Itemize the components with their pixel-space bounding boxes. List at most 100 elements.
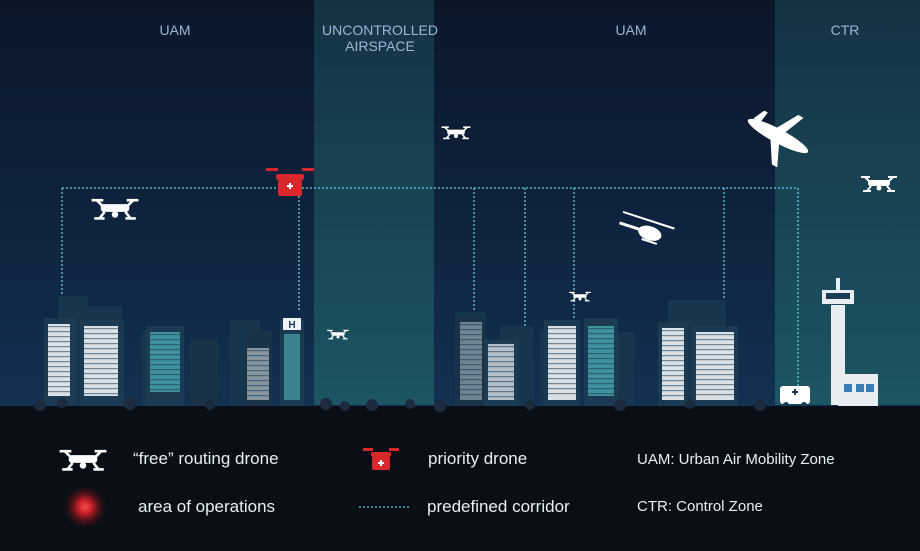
window-row xyxy=(84,368,118,370)
zone-label-uncontrolled-airspace: UNCONTROLLED AIRSPACE xyxy=(322,22,438,54)
window-row xyxy=(662,390,684,392)
window-row xyxy=(150,334,180,336)
priority-drone xyxy=(266,168,314,196)
window-row xyxy=(696,384,734,386)
window-row xyxy=(48,351,70,353)
window-row xyxy=(150,379,180,381)
window-row xyxy=(548,378,576,380)
window-row xyxy=(84,388,118,390)
window-row xyxy=(84,393,118,395)
window-row xyxy=(48,391,70,393)
window-row xyxy=(548,338,576,340)
window-row xyxy=(84,328,118,330)
window-row xyxy=(48,356,70,358)
window-row xyxy=(84,348,118,350)
window-row xyxy=(247,375,269,377)
window-row xyxy=(48,326,70,328)
window-row xyxy=(247,385,269,387)
window-row xyxy=(548,388,576,390)
window-row xyxy=(150,339,180,341)
helicopter xyxy=(619,210,675,245)
window-row xyxy=(460,334,482,336)
ctr-band xyxy=(775,0,920,405)
window-row xyxy=(696,344,734,346)
window-row xyxy=(247,370,269,372)
window-row xyxy=(48,381,70,383)
window-row xyxy=(548,363,576,365)
legend-free-drone-label: “free” routing drone xyxy=(133,449,279,468)
zone-label-ctr: CTR xyxy=(830,22,860,38)
window-row xyxy=(84,378,118,380)
window-row xyxy=(588,338,614,340)
window-row xyxy=(84,333,118,335)
window-row xyxy=(460,374,482,376)
window-row xyxy=(588,368,614,370)
window-row xyxy=(588,353,614,355)
window-row xyxy=(48,346,70,348)
window-row xyxy=(488,376,514,378)
window-row xyxy=(247,360,269,362)
window-row xyxy=(150,369,180,371)
window-row xyxy=(247,355,269,357)
window-row xyxy=(662,385,684,387)
window-row xyxy=(662,365,684,367)
window-row xyxy=(150,349,180,351)
window-row xyxy=(488,396,514,398)
window-row xyxy=(84,383,118,385)
window-row xyxy=(696,354,734,356)
window-row xyxy=(662,335,684,337)
window-row xyxy=(662,345,684,347)
window-row xyxy=(247,380,269,382)
zone-label-uam-right: UAM xyxy=(615,22,647,38)
ground xyxy=(0,406,920,551)
window-row xyxy=(84,373,118,375)
window-row xyxy=(84,353,118,355)
window-row xyxy=(150,344,180,346)
window-row xyxy=(696,374,734,376)
window-row xyxy=(588,383,614,385)
window-row xyxy=(460,344,482,346)
window-row xyxy=(48,331,70,333)
window-row xyxy=(662,395,684,397)
window-row xyxy=(150,374,180,376)
predefined-corridor-network xyxy=(61,187,799,386)
window-row xyxy=(460,324,482,326)
window-row xyxy=(460,364,482,366)
window-row xyxy=(150,364,180,366)
window-row xyxy=(460,359,482,361)
window-row xyxy=(662,370,684,372)
window-row xyxy=(662,380,684,382)
window-row xyxy=(488,361,514,363)
window-row xyxy=(696,349,734,351)
window-row xyxy=(460,394,482,396)
window-row xyxy=(588,363,614,365)
window-row xyxy=(548,368,576,370)
legend-priority-drone-icon xyxy=(363,448,399,470)
legend-uam-definition: UAM: Urban Air Mobility Zone xyxy=(637,451,835,468)
window-row xyxy=(548,358,576,360)
building-windows xyxy=(48,324,734,398)
legend-area-of-operations-label: area of operations xyxy=(138,497,276,516)
window-row xyxy=(696,379,734,381)
window-row xyxy=(460,354,482,356)
window-row xyxy=(488,351,514,353)
window-row xyxy=(488,346,514,348)
window-row xyxy=(588,378,614,380)
window-row xyxy=(150,389,180,391)
window-row xyxy=(662,360,684,362)
window-row xyxy=(48,371,70,373)
zone-label-uam-left: UAM xyxy=(159,22,191,38)
window-row xyxy=(84,343,118,345)
window-row xyxy=(460,329,482,331)
window-row xyxy=(588,393,614,395)
window-row xyxy=(48,341,70,343)
legend-corridor-label: predefined corridor xyxy=(427,497,570,516)
window-row xyxy=(588,373,614,375)
window-row xyxy=(662,355,684,357)
window-row xyxy=(696,394,734,396)
window-row xyxy=(460,339,482,341)
window-row xyxy=(588,328,614,330)
window-row xyxy=(548,348,576,350)
